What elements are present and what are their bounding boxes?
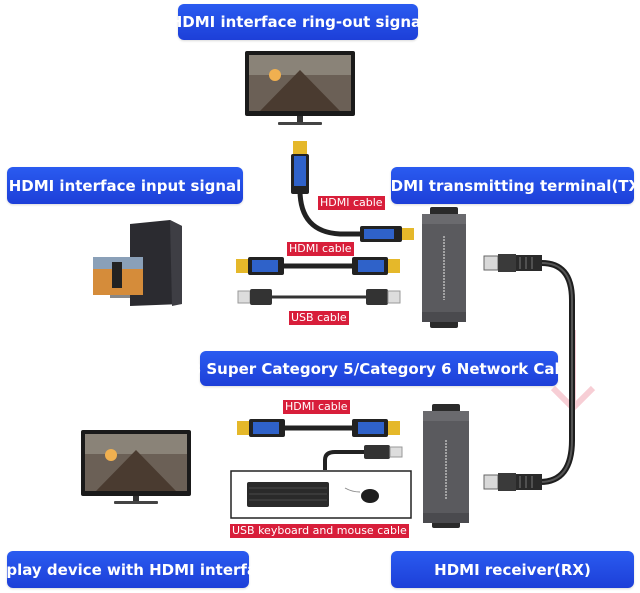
keyboard-icon bbox=[247, 482, 329, 507]
hdmi-cable-input-label: HDMI cable bbox=[287, 242, 354, 256]
pc-computer bbox=[93, 220, 182, 306]
display-device-tv bbox=[81, 430, 191, 504]
input-signal-label: HDMI interface input signal bbox=[7, 167, 243, 204]
hdmi-cable-ringout bbox=[291, 141, 414, 242]
mouse-icon bbox=[361, 489, 379, 503]
usb-keyboard-mouse-cable-label: USB keyboard and mouse cable bbox=[230, 524, 409, 538]
hdmi-transmitter-device bbox=[422, 207, 466, 328]
display-device-label: Display device with HDMI interface bbox=[0, 551, 276, 588]
rj45-connector-tx bbox=[483, 254, 542, 272]
ring-out-signal-label: HDMI interface ring-out signal bbox=[170, 4, 426, 40]
rj45-connector-rx bbox=[483, 473, 542, 491]
hdmi-cable-output-label: HDMI cable bbox=[283, 400, 350, 414]
ring-out-tv bbox=[245, 51, 355, 125]
hdmi-receiver-device bbox=[423, 404, 469, 528]
network-cable-label: GB Super Category 5/Category 6 Network C… bbox=[177, 351, 581, 386]
receiver-label: HDMI receiver(RX) bbox=[391, 551, 634, 588]
hdmi-cable-ringout-label: HDMI cable bbox=[318, 196, 385, 210]
usb-keyboard-mouse-kit bbox=[230, 445, 412, 519]
usb-cable-input bbox=[237, 289, 401, 305]
network-cable bbox=[539, 259, 575, 485]
usb-cable-label: USB cable bbox=[289, 311, 349, 325]
hdmi-cable-input bbox=[236, 257, 400, 275]
transmitter-label: HDMI transmitting terminal(TX) bbox=[378, 167, 640, 204]
hdmi-cable-output bbox=[237, 419, 400, 437]
